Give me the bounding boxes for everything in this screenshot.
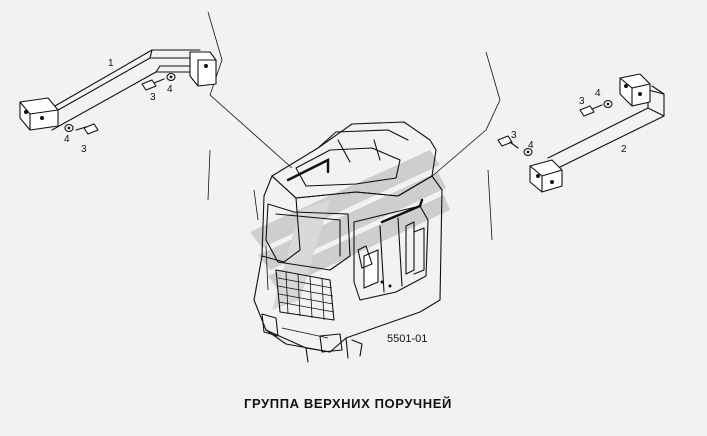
callout-bolt-right-bottom: 3 [511,130,517,141]
drawing-code: 5501-01 [387,333,427,345]
callout-washer-left-top: 4 [167,84,173,95]
callout-bolt-left-bottom: 3 [81,144,87,155]
diagram-title: ГРУППА ВЕРХНИХ ПОРУЧНЕЙ [244,396,452,411]
callout-handrail-right: 2 [621,144,627,155]
handrail-right [529,73,665,193]
callout-bolt-left-top: 3 [150,92,156,103]
truck-cab [253,121,443,363]
callout-handrail-left: 1 [108,58,114,69]
handrail-left [19,49,217,131]
callout-bolt-right-top: 3 [579,96,585,107]
callout-washer-left-bottom: 4 [64,134,70,145]
callout-washer-right-top: 4 [595,88,601,99]
left-fasteners [64,72,176,135]
callout-washer-right-bottom: 4 [528,140,534,151]
right-fasteners [497,99,613,157]
